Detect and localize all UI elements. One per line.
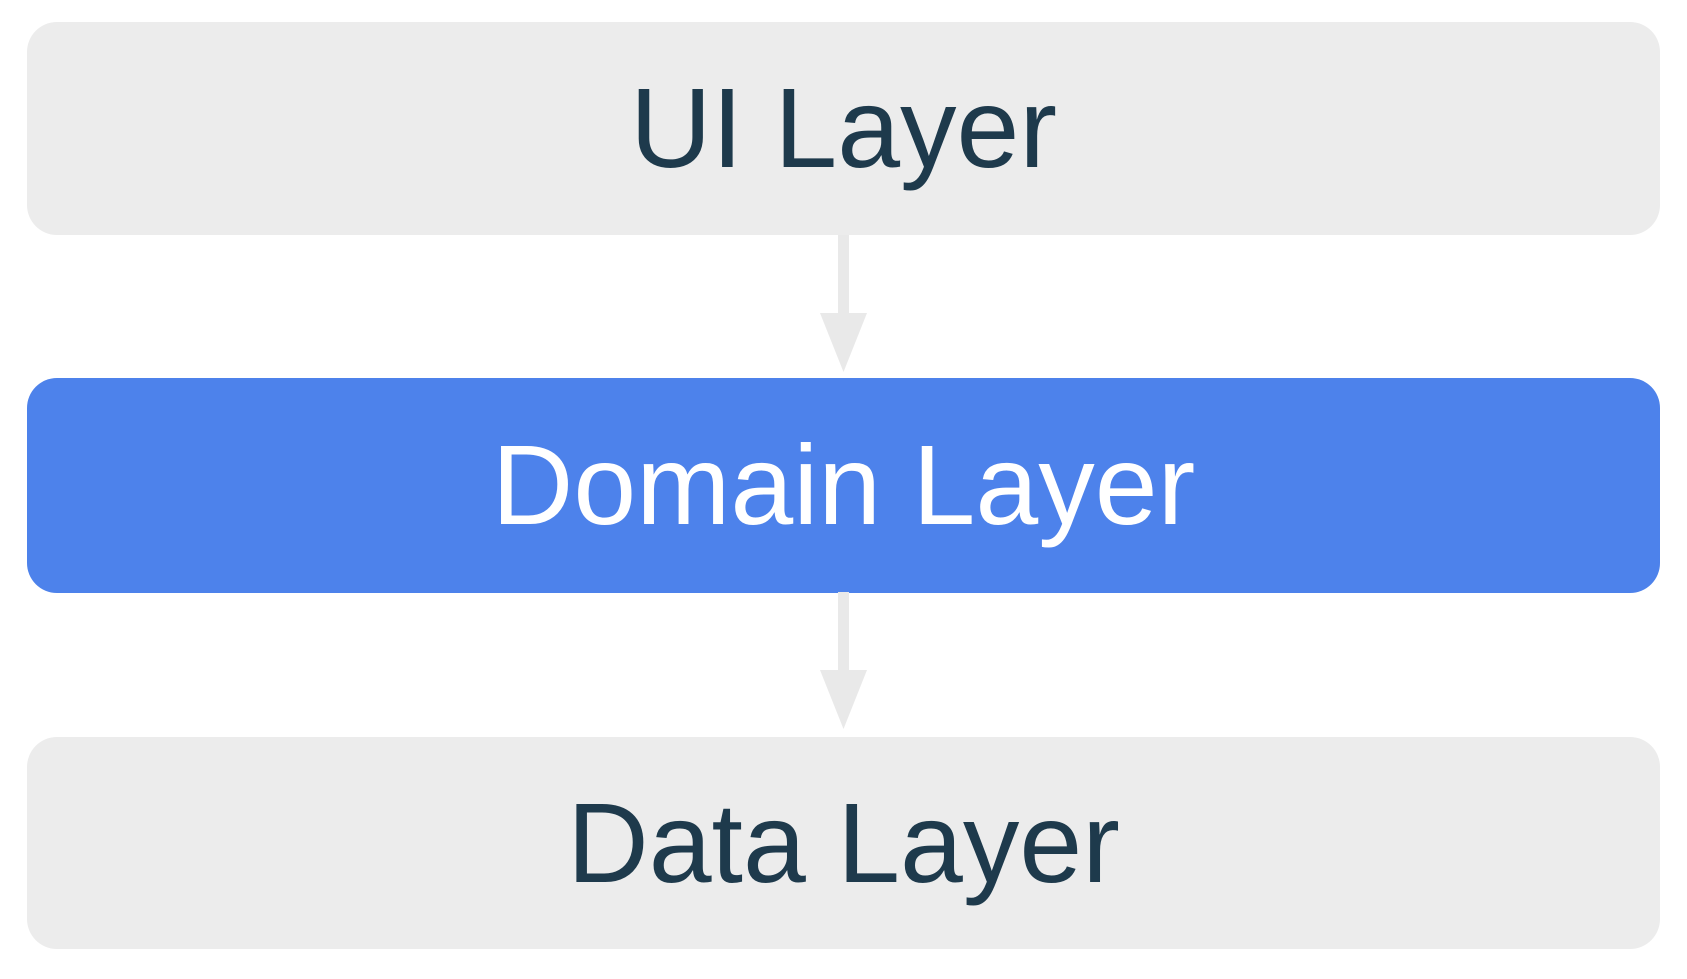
ui-layer-box: UI Layer xyxy=(27,22,1660,235)
data-layer-label: Data Layer xyxy=(567,779,1120,906)
data-layer-box: Data Layer xyxy=(27,737,1660,949)
down-arrow-icon xyxy=(820,235,867,372)
domain-layer-label: Domain Layer xyxy=(491,422,1196,548)
down-arrow-icon xyxy=(820,592,867,729)
ui-layer-label: UI Layer xyxy=(629,65,1058,191)
domain-layer-box: Domain Layer xyxy=(27,378,1660,593)
